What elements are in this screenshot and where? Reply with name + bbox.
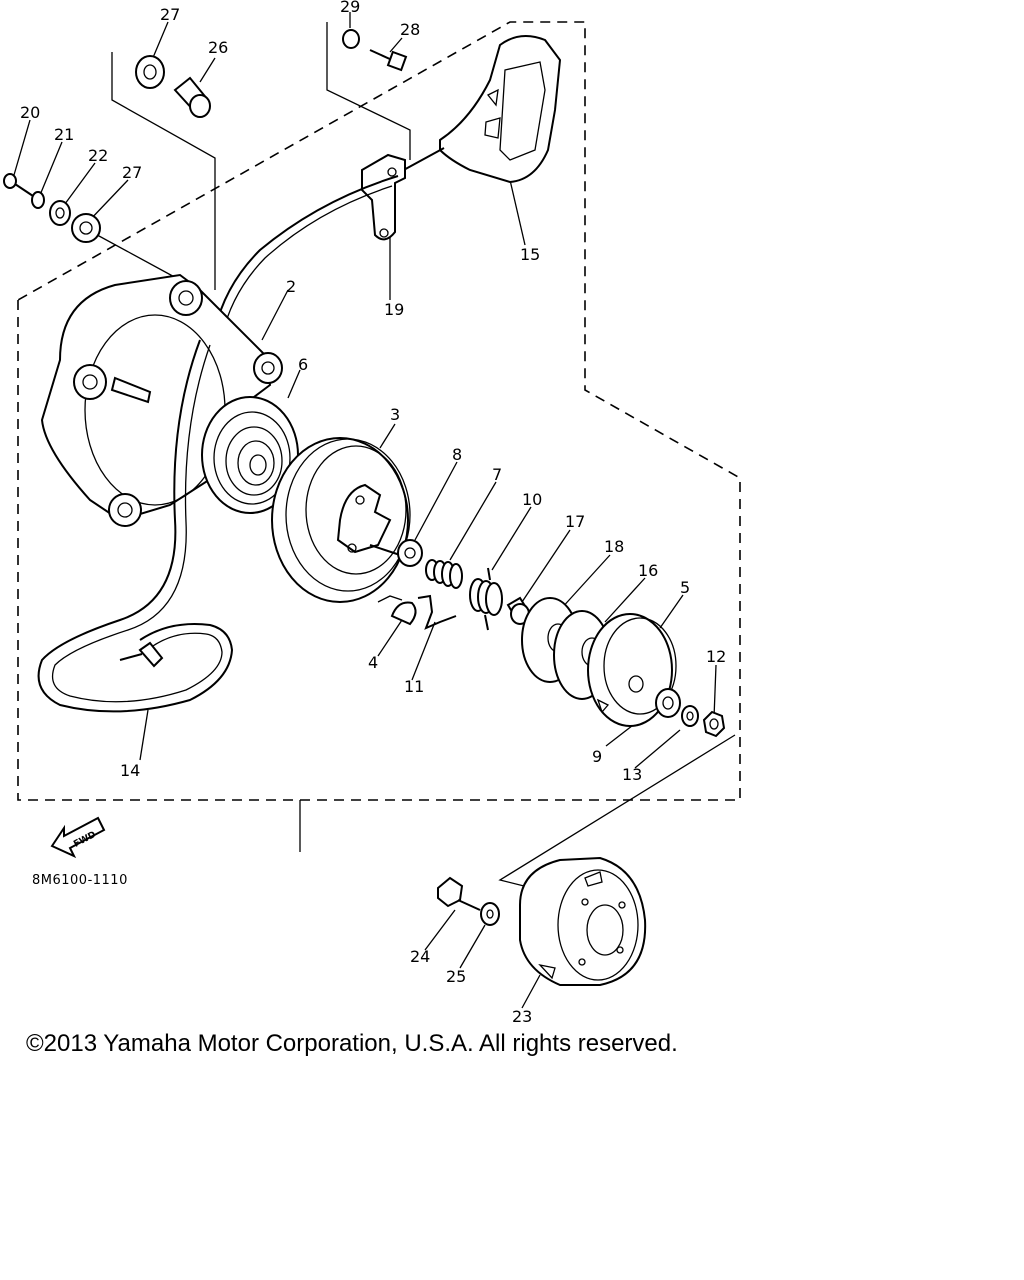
part-9-washer [655,688,681,718]
callout-5: 5 [680,578,690,597]
part-12-nut [702,710,726,738]
part-3-pulley [271,437,411,603]
callout-16: 16 [638,561,658,580]
callout-19: 19 [384,300,404,319]
callout-15: 15 [520,245,540,264]
part-27-sleeve [135,55,165,89]
callout-10: 10 [522,490,542,509]
part-14-rope [37,339,234,713]
part-10-spring [469,567,503,631]
callout-8: 8 [452,445,462,464]
callout-11: 11 [404,677,424,696]
part-11-spring [417,594,457,630]
part-22-washer [49,200,71,226]
part-21-washer [31,191,45,209]
part-8-washer [397,539,423,567]
part-7-spring [425,559,463,589]
callout-22: 22 [88,146,108,165]
part-4-pawl [390,601,417,626]
leader-lines [13,12,717,1009]
parts-diagram: FWD 27 26 29 28 20 21 22 27 15 19 2 6 3 … [3,0,741,1026]
part-23-cover [519,856,647,986]
callout-3: 3 [390,405,400,424]
part-28-bolt [369,49,408,72]
callout-24: 24 [410,947,430,966]
part-17-collar [506,596,532,625]
starter-rope-inner [221,185,393,337]
part-6-spring [201,396,299,514]
diagram-code: 8M6100-1110 [32,873,128,888]
part-15-handle [399,35,562,184]
part-19-guide [361,153,406,241]
part-27-sleeve-lower [71,213,101,243]
starter-rope [214,175,399,331]
callout-18: 18 [604,537,624,556]
callout-14: 14 [120,761,140,780]
callout-27-left: 27 [122,163,142,182]
bracket-29-28 [326,22,411,160]
part-13-washer [681,705,699,727]
callout-9: 9 [592,747,602,766]
assembly-boundary [17,21,741,801]
callout-7: 7 [492,465,502,484]
callout-21: 21 [54,125,74,144]
part-20-bolt [3,173,37,199]
callout-29: 29 [340,0,360,16]
callout-2: 2 [286,277,296,296]
callout-23: 23 [512,1007,532,1026]
part-29-nut [342,29,360,49]
part-24-bolt [437,876,481,911]
callout-6: 6 [298,355,308,374]
fwd-arrow: FWD [50,816,106,859]
callout-20: 20 [20,103,40,122]
part-26-collar [173,76,211,118]
copyright-notice: ©2013 Yamaha Motor Corporation, U.S.A. A… [26,1030,678,1057]
callout-17: 17 [565,512,585,531]
callout-12: 12 [706,647,726,666]
callout-13: 13 [622,765,642,784]
callout-26: 26 [208,38,228,57]
callout-27-top: 27 [160,5,180,24]
part-5-ratchet [587,613,677,727]
part-25-washer [480,902,500,926]
callout-25: 25 [446,967,466,986]
callout-labels: 27 26 29 28 20 21 22 27 15 19 2 6 3 8 7 … [20,0,726,1026]
callout-4: 4 [368,653,378,672]
pawl-bracket [377,595,403,603]
bracket-27-26 [111,52,216,290]
callout-28: 28 [400,20,420,39]
